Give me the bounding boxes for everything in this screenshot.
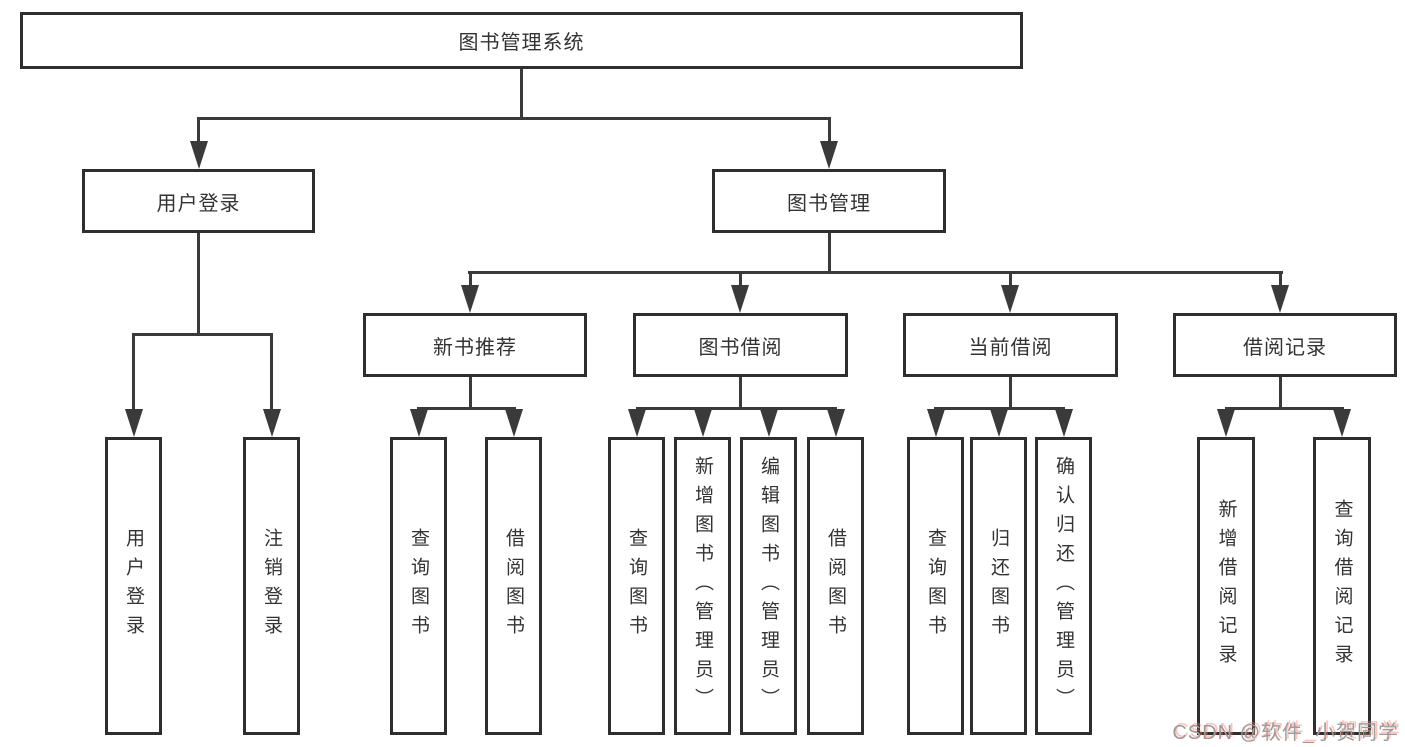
connector-line (739, 271, 742, 289)
arrowhead (820, 141, 838, 169)
connector-line (1009, 377, 1012, 409)
leaf-label: 用户登录 (123, 528, 144, 644)
leaf-return-books: 归还图书 (970, 437, 1027, 735)
arrowhead (410, 409, 428, 437)
leaf-edit-book-admin: 编辑图书（管理员） (740, 437, 797, 735)
leaf-label: 注销登录 (261, 528, 282, 644)
node-label: 新书推荐 (433, 336, 517, 359)
leaf-query-borrow-record: 查询借阅记录 (1313, 437, 1371, 735)
connector-line (132, 333, 135, 411)
leaf-query-books-recommend: 查询图书 (390, 437, 447, 735)
leaf-label: 借阅图书 (503, 528, 524, 644)
connector-line (828, 233, 831, 274)
node-library-management-system: 图书管理系统 (20, 12, 1023, 69)
arrowhead (1333, 409, 1351, 437)
leaf-label: 确认归还（管理员） (1053, 455, 1074, 717)
leaf-borrow-books: 借阅图书 (807, 437, 864, 735)
arrowhead (125, 409, 143, 437)
arrowhead (1055, 409, 1073, 437)
leaf-label: 借阅图书 (825, 528, 846, 644)
connector-line (1279, 377, 1282, 409)
arrowhead (731, 285, 749, 313)
connector-line (417, 407, 516, 410)
leaf-borrow-books-recommend: 借阅图书 (485, 437, 542, 735)
node-book-borrow: 图书借阅 (633, 313, 848, 377)
connector-line (934, 407, 1065, 410)
arrowhead (263, 409, 281, 437)
leaf-user-login: 用户登录 (105, 437, 162, 735)
leaf-label: 查询借阅记录 (1331, 499, 1353, 673)
leaf-label: 编辑图书（管理员） (758, 455, 779, 717)
node-label: 图书管理 (787, 192, 871, 215)
node-label: 借阅记录 (1243, 336, 1327, 359)
leaf-query-books-current: 查询图书 (907, 437, 964, 735)
node-borrow-records: 借阅记录 (1173, 313, 1397, 377)
arrowhead (990, 409, 1008, 437)
leaf-label: 新增借阅记录 (1215, 499, 1237, 673)
leaf-add-book-admin: 新增图书（管理员） (674, 437, 731, 735)
node-label: 当前借阅 (968, 336, 1053, 359)
connector-line (739, 377, 742, 409)
arrowhead (190, 141, 208, 169)
csdn-watermark: CSDN @软件_小贺同学 (1172, 722, 1399, 744)
node-label: 用户登录 (156, 192, 241, 215)
node-label: 图书管理系统 (458, 32, 585, 54)
connector-line (1279, 271, 1282, 289)
arrowhead (628, 409, 646, 437)
arrowhead (827, 409, 845, 437)
connector-line (197, 233, 200, 336)
arrowhead (461, 285, 479, 313)
connector-line (828, 117, 831, 145)
leaf-label: 查询图书 (925, 528, 946, 644)
arrowhead (694, 409, 712, 437)
connector-line (468, 271, 1283, 274)
arrowhead (1217, 409, 1235, 437)
node-book-management: 图书管理 (712, 169, 946, 233)
arrowhead (1001, 285, 1019, 313)
leaf-add-borrow-record: 新增借阅记录 (1197, 437, 1255, 735)
connector-line (197, 117, 831, 120)
connector-line (1009, 271, 1012, 289)
leaf-label: 查询图书 (626, 528, 647, 644)
connector-line (132, 333, 273, 336)
connector-line (469, 377, 472, 409)
arrowhead (927, 409, 945, 437)
connector-line (197, 117, 200, 145)
leaf-logout: 注销登录 (243, 437, 300, 735)
arrowhead (760, 409, 778, 437)
connector-line (636, 407, 837, 410)
leaf-confirm-return-admin: 确认归还（管理员） (1035, 437, 1092, 735)
node-label: 图书借阅 (698, 336, 783, 359)
leaf-label: 归还图书 (988, 528, 1009, 644)
connector-line (520, 69, 523, 120)
leaf-label: 新增图书（管理员） (692, 455, 713, 717)
leaf-label: 查询图书 (408, 528, 429, 644)
connector-line (469, 271, 472, 289)
connector-line (270, 333, 273, 411)
node-current-borrow: 当前借阅 (903, 313, 1118, 377)
connector-line (1225, 407, 1344, 410)
arrowhead (1271, 285, 1289, 313)
leaf-query-books-borrow: 查询图书 (608, 437, 665, 735)
arrowhead (505, 409, 523, 437)
node-user-login: 用户登录 (82, 169, 315, 233)
node-new-book-recommend: 新书推荐 (363, 313, 587, 377)
